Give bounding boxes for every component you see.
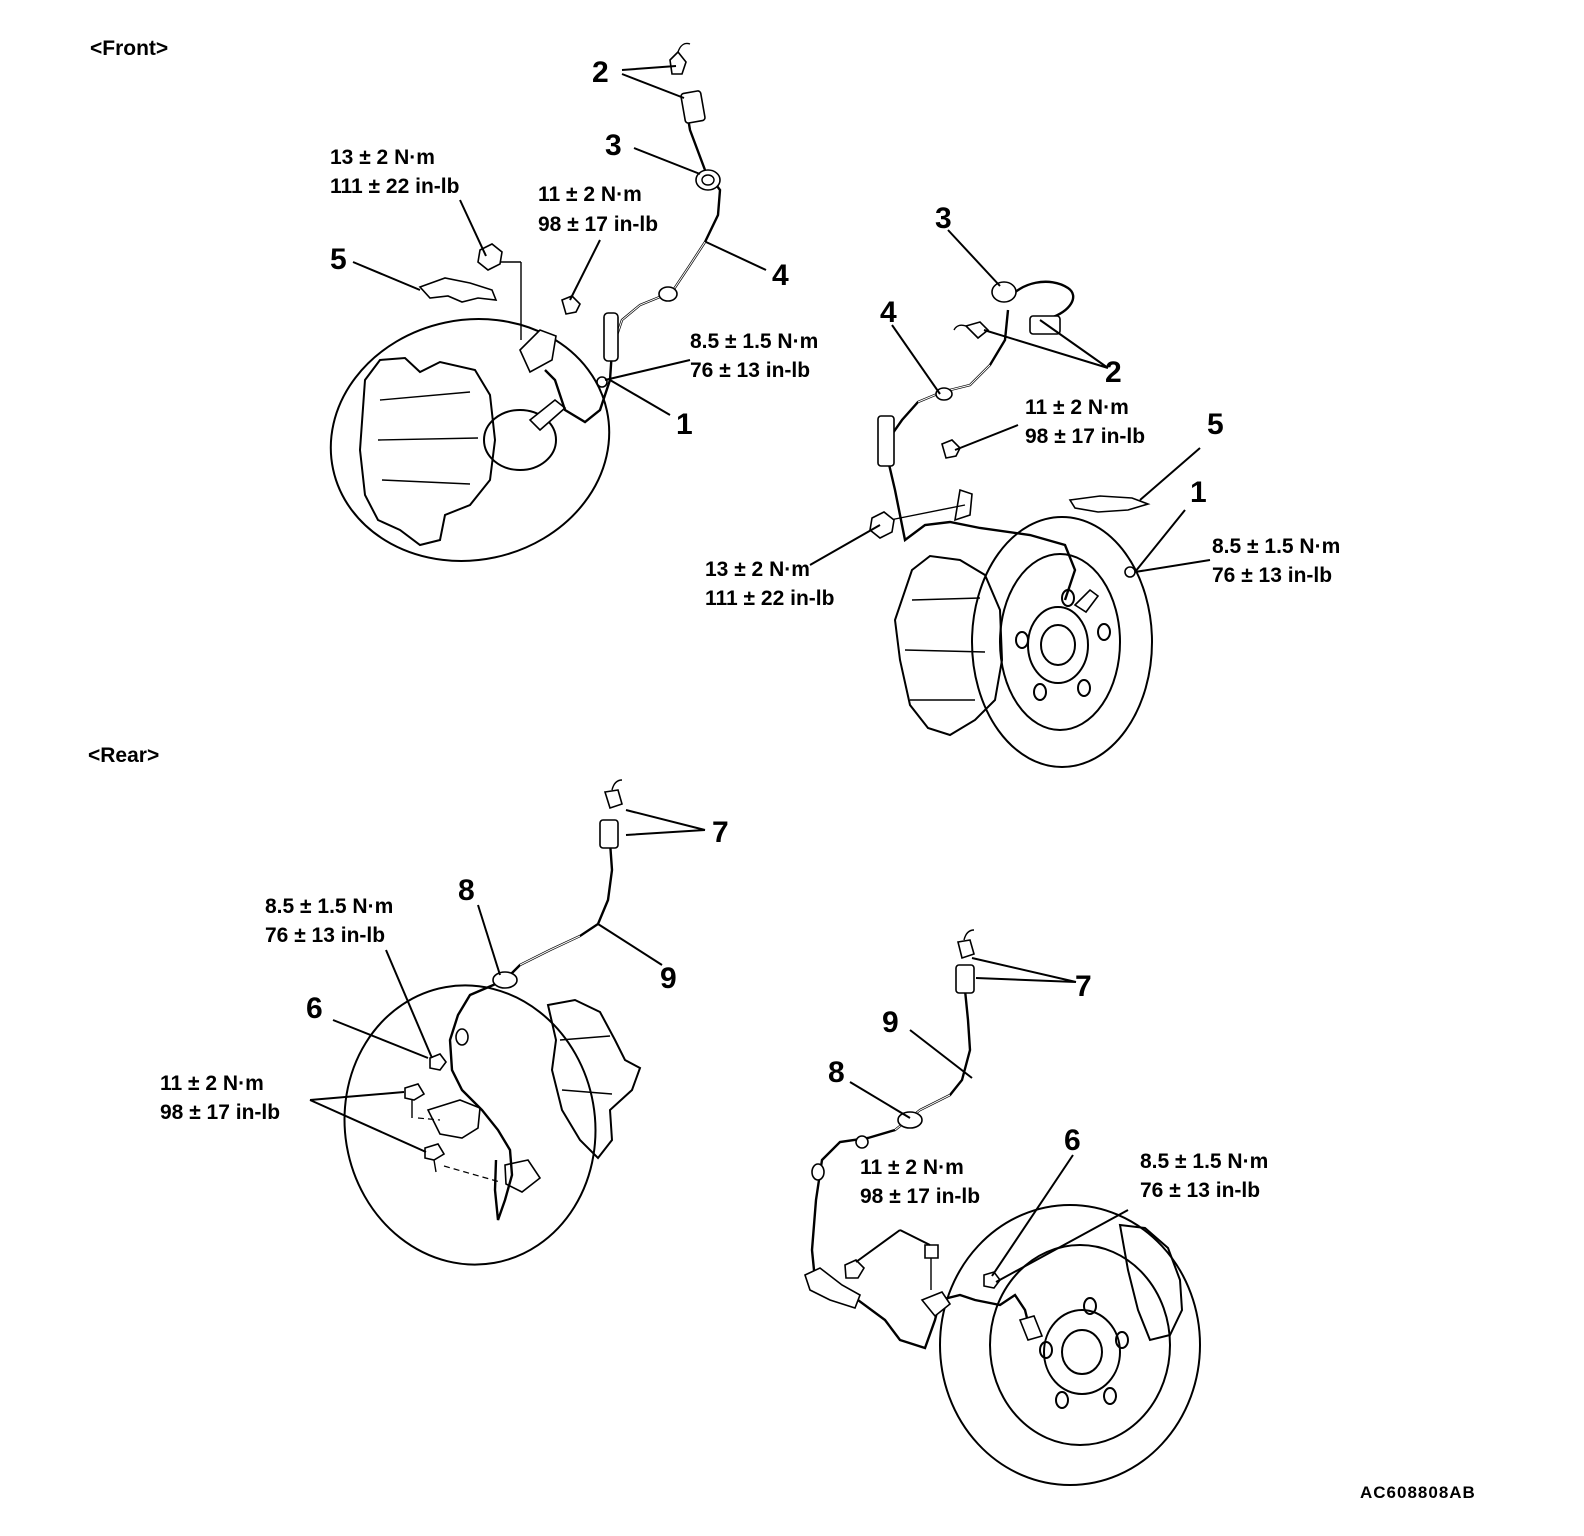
rear-left-torque-bracket-metric: 11 ± 2 N·m — [160, 1072, 264, 1095]
rear-right-callout-7: 7 — [1075, 970, 1092, 1003]
front-left-assembly: 2 3 4 5 1 13 ± 2 N·m 111 ± 22 in-lb 11 ±… — [329, 42, 818, 562]
front-left-item5-bracket — [418, 277, 498, 303]
front-right-brake-disc — [971, 516, 1153, 768]
rear-right-bracket — [804, 1267, 861, 1309]
rear-left-sensor-bracket — [426, 1099, 481, 1139]
rear-right-bracket-bolt-a — [844, 1259, 866, 1279]
front-left-torque-nut-metric: 13 ± 2 N·m — [330, 146, 435, 169]
rear-section-label: <Rear> — [88, 744, 159, 767]
rear-left-callout-9: 9 — [660, 962, 677, 995]
front-left-brake-disc — [329, 318, 611, 562]
rear-left-brake-caliper — [546, 998, 642, 1160]
rear-right-torque-sensor-imperial: 76 ± 13 in-lb — [1140, 1179, 1260, 1202]
rear-left-callout-7: 7 — [712, 816, 729, 849]
rear-right-assembly: 7 9 8 6 11 ± 2 N·m 98 ± 17 in-lb 8.5 ± 1… — [804, 929, 1268, 1486]
rear-left-grommet — [492, 971, 518, 989]
front-right-callout-5: 5 — [1207, 408, 1224, 441]
front-right-brake-caliper — [893, 554, 1004, 737]
front-right-grommet — [991, 281, 1017, 303]
rear-left-harness — [448, 841, 614, 1221]
rear-left-bracket-bolt-upper — [404, 1083, 426, 1101]
rear-right-brake-caliper — [1118, 1223, 1184, 1342]
rear-right-sensor-bolt — [983, 1271, 1001, 1289]
front-left-torque-nut-imperial: 111 ± 22 in-lb — [330, 175, 459, 198]
front-right-callout-1: 1 — [1190, 476, 1207, 509]
rear-left-torque-sensor-metric: 8.5 ± 1.5 N·m — [265, 895, 393, 918]
rear-left-torque-bracket-imperial: 98 ± 17 in-lb — [160, 1101, 280, 1124]
front-section-label: <Front> — [90, 37, 168, 60]
rear-right-torque-bracket-imperial: 98 ± 17 in-lb — [860, 1185, 980, 1208]
rear-right-bracket-bolt-b — [924, 1244, 939, 1259]
figure-code: AC608808AB — [1360, 1483, 1476, 1502]
front-right-bolt — [941, 439, 961, 459]
front-right-torque-nut-metric: 13 ± 2 N·m — [705, 558, 810, 581]
rear-left-callout-6: 6 — [306, 992, 323, 1025]
front-left-callout-2: 2 — [592, 56, 609, 89]
rear-left-torque-sensor-imperial: 76 ± 13 in-lb — [265, 924, 385, 947]
front-left-torque-bolt-imperial: 98 ± 17 in-lb — [538, 213, 658, 236]
front-right-assembly: 3 4 2 5 1 11 ± 2 N·m 98 ± 17 in-lb 13 ± … — [705, 202, 1340, 768]
rear-right-wheel-speed-sensor — [1018, 1315, 1044, 1341]
front-left-brake-caliper — [358, 356, 497, 547]
rear-left-assembly: 7 8 9 6 8.5 ± 1.5 N·m 76 ± 13 in-lb 11 ±… — [160, 779, 729, 1266]
front-right-torque-bolt-metric: 11 ± 2 N·m — [1025, 396, 1129, 419]
front-right-callout-2: 2 — [1105, 356, 1122, 389]
front-right-item5-bracket — [1068, 495, 1151, 513]
rear-left-connector — [599, 819, 619, 849]
front-right-upper-bracket — [877, 415, 895, 467]
front-right-torque-nut-imperial: 111 ± 22 in-lb — [705, 587, 834, 610]
front-right-torque-bolt-imperial: 98 ± 17 in-lb — [1025, 425, 1145, 448]
rear-right-torque-bracket-metric: 11 ± 2 N·m — [860, 1156, 964, 1179]
rear-left-callout-8: 8 — [458, 874, 475, 907]
rear-right-torque-sensor-metric: 8.5 ± 1.5 N·m — [1140, 1150, 1268, 1173]
rear-right-connector — [955, 964, 975, 994]
front-left-bolt — [561, 295, 581, 315]
front-left-torque-sensor-imperial: 76 ± 13 in-lb — [690, 359, 810, 382]
rear-right-callout-8: 8 — [828, 1056, 845, 1089]
front-right-torque-sensor-imperial: 76 ± 13 in-lb — [1212, 564, 1332, 587]
front-right-callout-4: 4 — [880, 296, 897, 329]
front-left-torque-sensor-metric: 8.5 ± 1.5 N·m — [690, 330, 818, 353]
rear-left-sensor-bolt — [429, 1053, 447, 1071]
rear-left-brake-disc — [343, 984, 597, 1266]
rear-right-callout-9: 9 — [882, 1006, 899, 1039]
front-left-sensor-bracket — [519, 329, 557, 374]
rear-right-grommet — [897, 1111, 923, 1129]
rear-right-brake-disc — [939, 1204, 1201, 1486]
front-left-callout-5: 5 — [330, 243, 347, 276]
front-right-nut — [869, 511, 895, 539]
front-right-callout-3: 3 — [935, 202, 952, 235]
front-left-torque-bolt-metric: 11 ± 2 N·m — [538, 183, 642, 206]
front-left-grommet — [695, 169, 721, 191]
front-left-wheel-speed-sensor — [528, 398, 567, 432]
rear-left-bracket-bolt-lower — [424, 1143, 446, 1161]
front-right-torque-sensor-metric: 8.5 ± 1.5 N·m — [1212, 535, 1340, 558]
front-left-callout-1: 1 — [676, 408, 693, 441]
front-left-callout-3: 3 — [605, 129, 622, 162]
rear-right-callout-6: 6 — [1064, 1124, 1081, 1157]
front-left-callout-4: 4 — [772, 259, 789, 292]
front-left-connector — [680, 90, 706, 124]
front-right-wheel-speed-sensor — [1073, 588, 1100, 614]
